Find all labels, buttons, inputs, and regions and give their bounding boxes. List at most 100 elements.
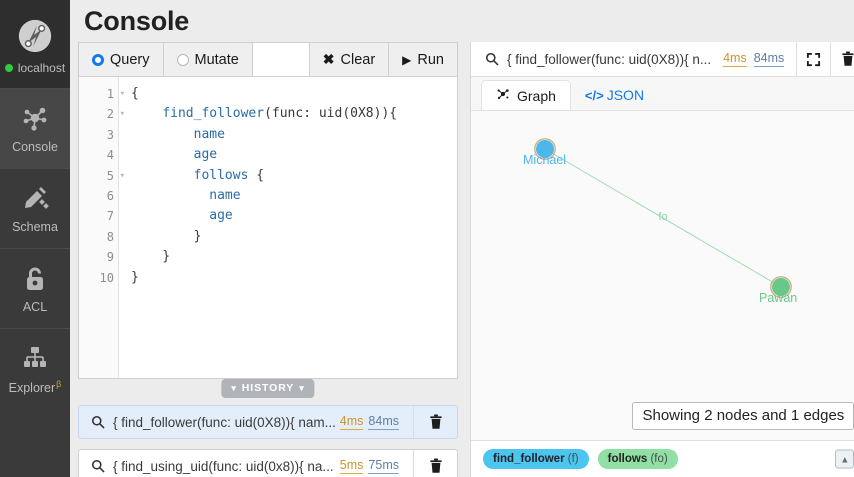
query-radio-button[interactable]: Query [79, 43, 164, 76]
code-line: } [131, 228, 202, 244]
history-label: HISTORY [241, 382, 295, 394]
run-button[interactable]: ▶ Run [389, 43, 457, 76]
run-label: Run [417, 51, 444, 68]
server-latency: 4ms [339, 414, 364, 430]
sidebar-item-label: Console [12, 140, 58, 154]
result-query-text: { find_follower(func: uid(0X8)){ n... [507, 51, 712, 67]
code-line: } [131, 269, 139, 285]
history-timings: 4ms 84ms [339, 414, 413, 430]
sidebar-item-schema[interactable]: Schema [0, 168, 70, 248]
fullscreen-icon[interactable] [796, 41, 830, 77]
graph-node-ring [534, 138, 556, 160]
toolbar-spacer [252, 43, 310, 76]
play-icon: ▶ [402, 52, 412, 67]
fold-arrow-icon[interactable]: ▾ [119, 170, 125, 181]
dgraph-logo-icon [16, 17, 54, 55]
line-number: 7 [106, 209, 114, 224]
trash-icon[interactable] [413, 450, 457, 477]
line-number: 8 [106, 229, 114, 244]
page-title: Console [84, 6, 190, 36]
sidebar-item-label: ACL [22, 300, 48, 314]
host-label: localhost [17, 61, 66, 75]
graph-node[interactable] [772, 278, 790, 296]
graph-node-ring [770, 276, 792, 298]
status-dot-icon [4, 64, 13, 72]
panes: Query Mutate ✖ Clear ▶ Run [78, 41, 854, 477]
line-number: 6 [106, 188, 114, 203]
clear-button[interactable]: ✖ Clear [309, 43, 390, 76]
tab-graph[interactable]: Graph [481, 80, 571, 110]
tab-json[interactable]: </> JSON [571, 80, 658, 110]
line-number: 3 [106, 127, 114, 142]
graph-node[interactable] [536, 140, 554, 158]
line-number: 4 [106, 148, 114, 163]
mutate-label: Mutate [194, 51, 239, 68]
total-latency: 84ms [368, 414, 399, 430]
code-line: } [131, 249, 171, 265]
connection-status: localhost [4, 61, 66, 75]
code-content[interactable]: { find_follower(func: uid(0X8)){ name ag… [119, 77, 457, 378]
result-header: { find_follower(func: uid(0X8)){ n... 4m… [471, 41, 854, 77]
code-line: age [193, 147, 218, 163]
legend-chip-follows[interactable]: follows (fo) [597, 449, 678, 469]
history-query-text: { find_using_uid(func: uid(0x8)){ na... [113, 458, 334, 474]
sidebar-item-acl[interactable]: ACL [0, 248, 70, 328]
code-line: name [209, 187, 241, 203]
editor-pane: Query Mutate ✖ Clear ▶ Run [78, 42, 458, 477]
code-line: find_follower(func: uid(0X8)){ [162, 106, 398, 122]
total-latency: 84ms [753, 51, 785, 67]
graph-edge [544, 148, 782, 288]
history-timings: 5ms 75ms [339, 458, 413, 474]
main-area: Console Query Mutate ✖ Clear [70, 0, 854, 477]
history-row[interactable]: { find_follower(func: uid(0X8)){ nam... … [78, 405, 458, 439]
legend-chip-find-follower[interactable]: find_follower (f) [483, 449, 589, 469]
triangle-up-icon[interactable]: ▲ [835, 449, 854, 469]
fold-arrow-icon[interactable]: ▾ [119, 109, 125, 120]
line-number: 2▾ [79, 104, 125, 124]
hierarchy-icon [20, 342, 50, 372]
history-query-text: { find_follower(func: uid(0X8)){ nam... [113, 414, 336, 430]
graph-node-label: Pawan [759, 291, 798, 305]
editor-toolbar: Query Mutate ✖ Clear ▶ Run [78, 42, 458, 76]
clear-label: Clear [340, 51, 376, 68]
result-timings: 4ms 84ms [711, 51, 796, 67]
line-number: 10 [99, 270, 114, 285]
search-icon [79, 459, 113, 473]
graph-svg: fo [534, 138, 792, 298]
graph-icon [496, 87, 510, 104]
trash-icon[interactable] [413, 406, 457, 438]
result-pane: { find_follower(func: uid(0X8)){ n... 4m… [470, 41, 854, 477]
trash-icon[interactable] [830, 41, 854, 77]
tab-json-label: JSON [606, 87, 645, 103]
chevron-down-icon: ▾ [231, 382, 237, 393]
sidebar-item-label: Explorerβ [8, 378, 62, 396]
code-line: name [193, 126, 225, 142]
x-icon: ✖ [322, 51, 335, 67]
code-line: age [209, 208, 233, 224]
edge-label: fo [658, 211, 667, 223]
graph-node-label: Michael [523, 153, 567, 167]
legend-bar: find_follower (f) follows (fo) ▲ [471, 440, 854, 477]
line-number: 1▾ [79, 84, 125, 104]
brand-block[interactable]: localhost [0, 0, 70, 88]
graph-nodes-icon [20, 103, 50, 133]
query-label: Query [110, 51, 150, 68]
mutate-radio-button[interactable]: Mutate [163, 43, 253, 76]
code-line: follows { [193, 167, 265, 183]
chevron-down-icon: ▾ [299, 382, 305, 393]
pencil-ruler-icon [20, 183, 50, 213]
line-number: 9 [106, 250, 114, 265]
sidebar-item-explorer[interactable]: Explorerβ [0, 328, 70, 408]
history-row[interactable]: { find_using_uid(func: uid(0x8)){ na... … [78, 449, 458, 477]
fold-arrow-icon[interactable]: ▾ [119, 89, 125, 99]
history-panel: ▾ HISTORY ▾ { find_follower(func: uid(0X… [78, 379, 458, 477]
sidebar-item-console[interactable]: Console [0, 88, 70, 168]
search-icon [79, 415, 113, 429]
history-toggle-button[interactable]: ▾ HISTORY ▾ [221, 379, 315, 398]
tab-graph-label: Graph [517, 87, 556, 104]
server-latency: 4ms [723, 51, 747, 67]
